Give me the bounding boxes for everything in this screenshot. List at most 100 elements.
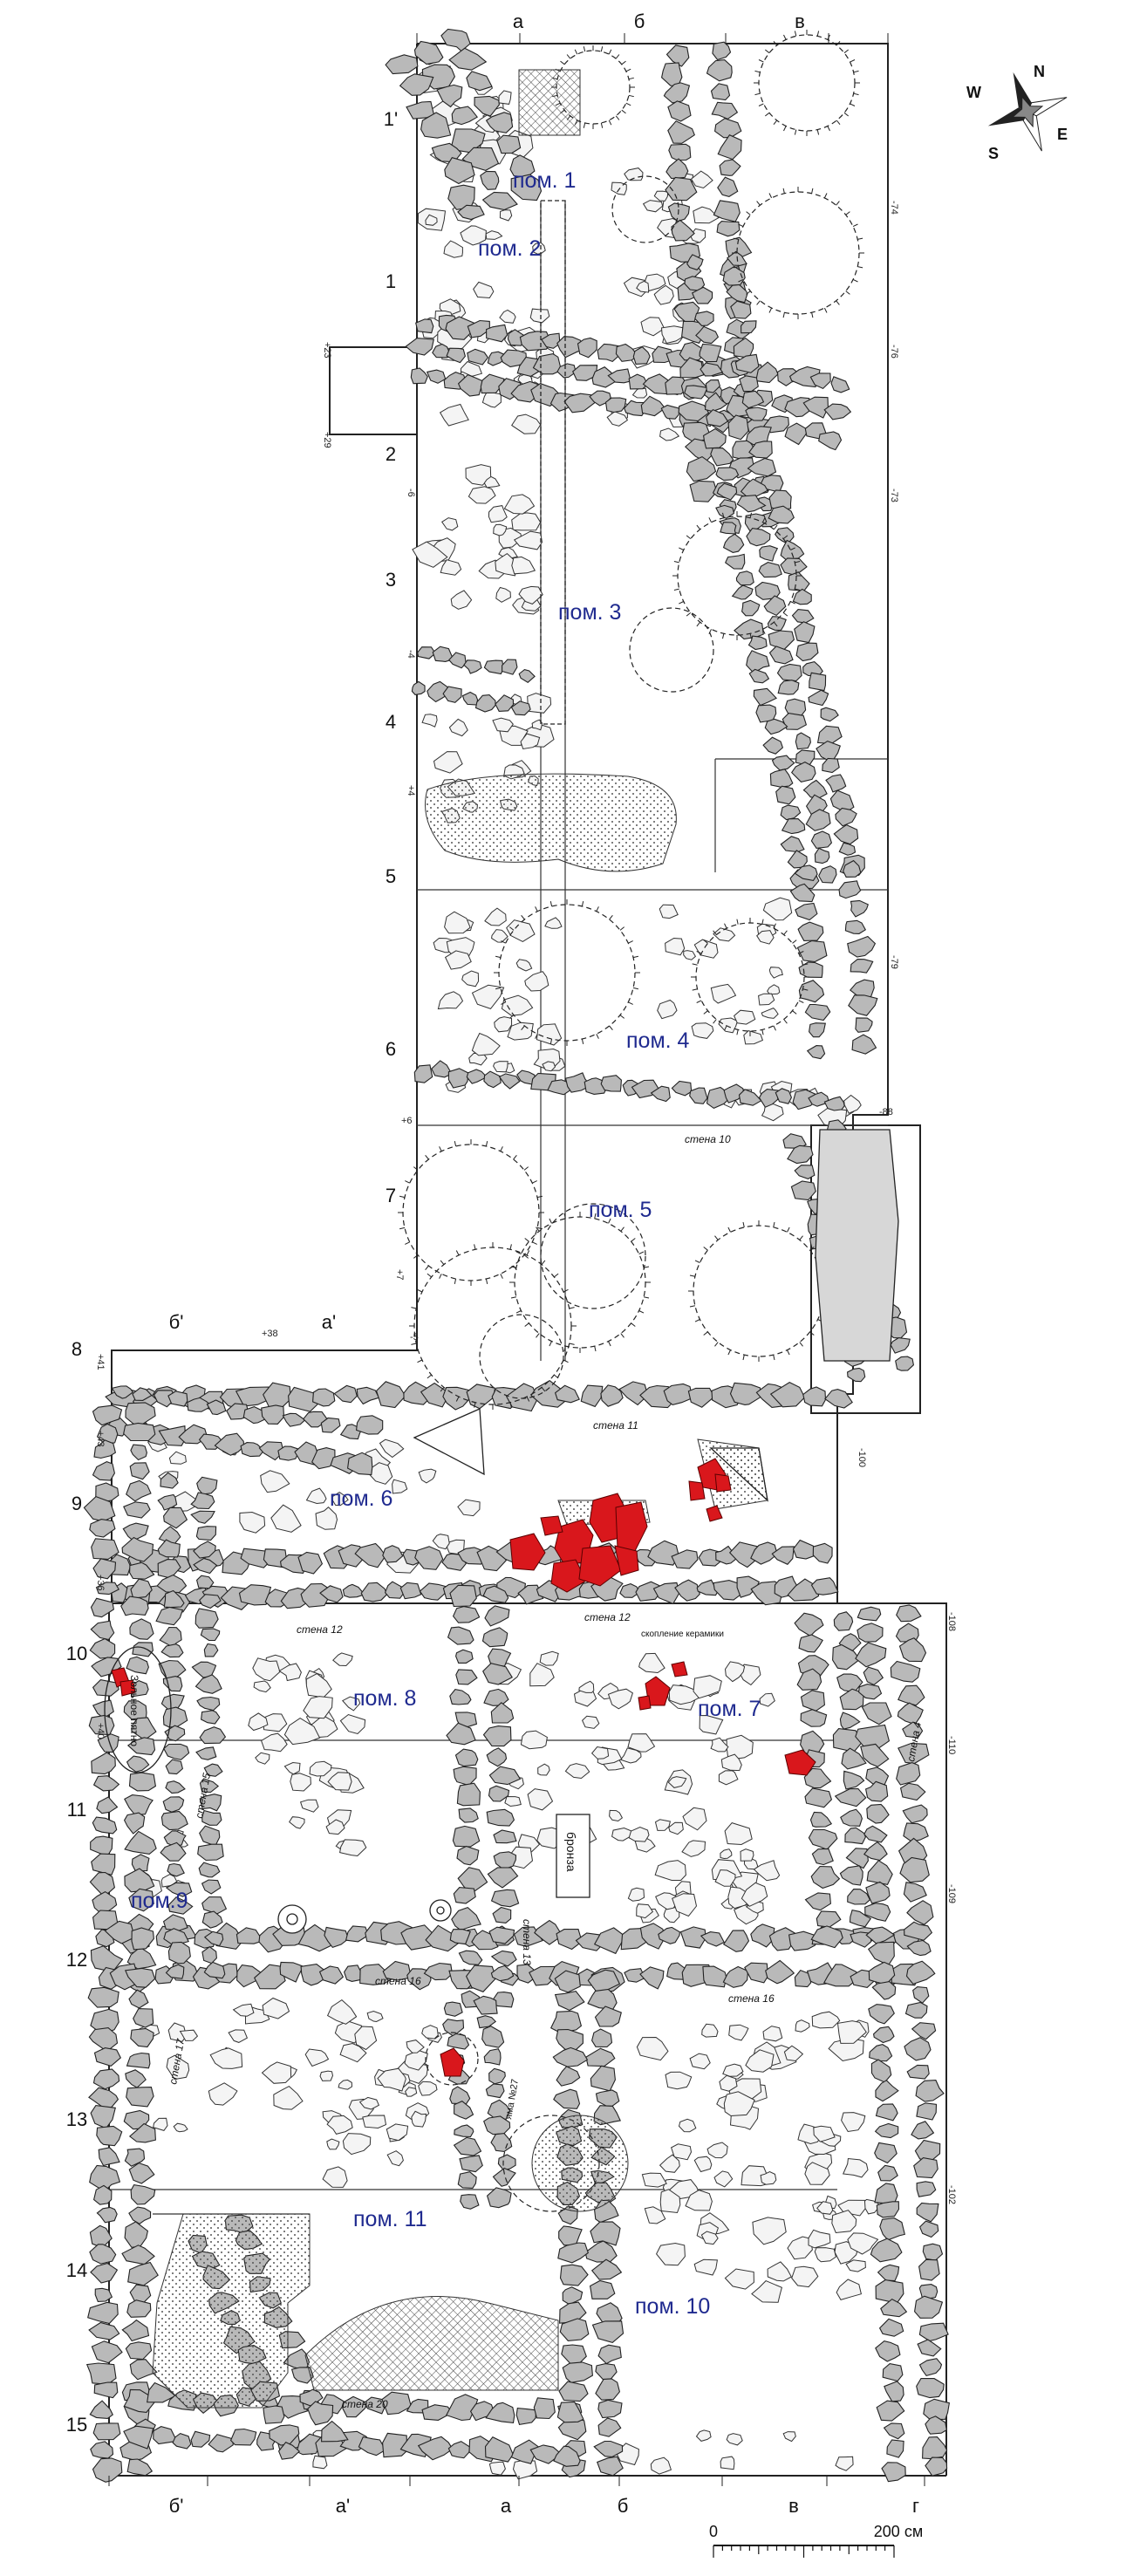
stone: [558, 2381, 589, 2402]
stone: [767, 984, 781, 995]
stone: [719, 159, 741, 176]
stone: [874, 2183, 898, 2205]
stone: [911, 2121, 935, 2140]
pit-tick: [799, 1342, 803, 1347]
wall-label: стена 10: [685, 1133, 731, 1145]
stone: [590, 2065, 616, 2092]
pit-tick: [513, 1154, 517, 1160]
stone: [131, 1927, 154, 1951]
stone: [686, 254, 704, 270]
stone: [838, 880, 862, 899]
stone: [804, 2162, 830, 2185]
stone: [847, 1889, 871, 1905]
pit-tick: [787, 1349, 790, 1356]
ceramic-finds: [111, 1458, 816, 2077]
stone: [413, 40, 444, 65]
stone: [505, 1383, 539, 1412]
stone: [297, 1551, 324, 1575]
stone: [791, 2265, 819, 2288]
stone: [890, 1660, 921, 1683]
pit-tick: [746, 211, 751, 215]
stone: [710, 1737, 729, 1753]
stone: [794, 1612, 824, 1637]
stone: [312, 1388, 336, 1407]
stone: [447, 1068, 469, 1089]
stone: [167, 1896, 194, 1915]
pit-tick: [425, 1154, 429, 1160]
stone: [745, 407, 768, 421]
stone: [190, 1492, 215, 1510]
stone: [875, 2279, 904, 2304]
compass-e: E: [1057, 126, 1068, 143]
pit-tick: [761, 1029, 764, 1035]
pit-tick: [621, 60, 626, 65]
stone: [855, 1642, 887, 1668]
stone: [836, 2279, 862, 2300]
stone: [595, 2363, 618, 2381]
stone: [818, 431, 843, 451]
stone: [129, 1462, 150, 1480]
stone: [585, 2047, 616, 2067]
stone: [208, 2082, 238, 2106]
stone: [918, 2258, 940, 2281]
stone: [718, 1770, 739, 1786]
stone: [413, 1064, 433, 1083]
stone: [650, 2456, 672, 2475]
stone: [420, 112, 452, 139]
stone: [195, 1526, 217, 1541]
stone: [193, 1541, 216, 1559]
stone: [714, 1869, 736, 1887]
stone: [863, 1841, 888, 1862]
stone: [360, 1582, 388, 1602]
stone: [798, 1634, 823, 1653]
stone: [165, 1759, 184, 1775]
stone: [485, 112, 514, 133]
stone: [682, 1807, 707, 1831]
stone: [451, 128, 486, 154]
stone: [832, 1643, 861, 1671]
stone: [814, 847, 830, 864]
stone: [805, 809, 831, 831]
pit-tick: [761, 919, 764, 925]
stone: [444, 950, 472, 970]
pit-tick: [795, 588, 801, 591]
stone: [663, 82, 691, 104]
pit-tick: [549, 900, 553, 907]
stone: [736, 495, 767, 513]
stone: [758, 1089, 779, 1108]
stone: [906, 2064, 930, 2080]
pit-tick: [596, 906, 599, 912]
stone: [446, 347, 467, 364]
stone: [720, 1753, 742, 1772]
stone: [326, 2138, 340, 2150]
stone: [795, 642, 819, 662]
stone: [750, 1923, 775, 1948]
pit-tick: [836, 40, 841, 46]
stone: [159, 1626, 182, 1648]
stone: [802, 396, 829, 419]
stone: [587, 1988, 618, 2010]
stone: [93, 1439, 117, 1459]
stone: [809, 1022, 826, 1038]
stone: [768, 630, 795, 651]
stone: [356, 1386, 380, 1405]
stone: [771, 1546, 795, 1565]
stone: [126, 1656, 149, 1675]
pit-tick: [686, 612, 692, 617]
stone: [765, 1959, 795, 1985]
stone: [788, 571, 810, 591]
stone: [631, 387, 648, 399]
pit-tick: [608, 1218, 611, 1224]
pit-tick: [417, 1288, 423, 1293]
stone: [918, 2220, 939, 2238]
stone: [694, 311, 714, 326]
pit-tick: [526, 1250, 530, 1256]
stone: [798, 980, 825, 1003]
pit-tick: [708, 517, 712, 523]
pit-tick: [696, 1000, 702, 1003]
stone: [762, 897, 793, 921]
pit-tick: [439, 1146, 442, 1151]
pit-tick: [536, 1227, 540, 1232]
stone: [126, 1737, 156, 1756]
stippled-areas: [152, 69, 768, 2409]
